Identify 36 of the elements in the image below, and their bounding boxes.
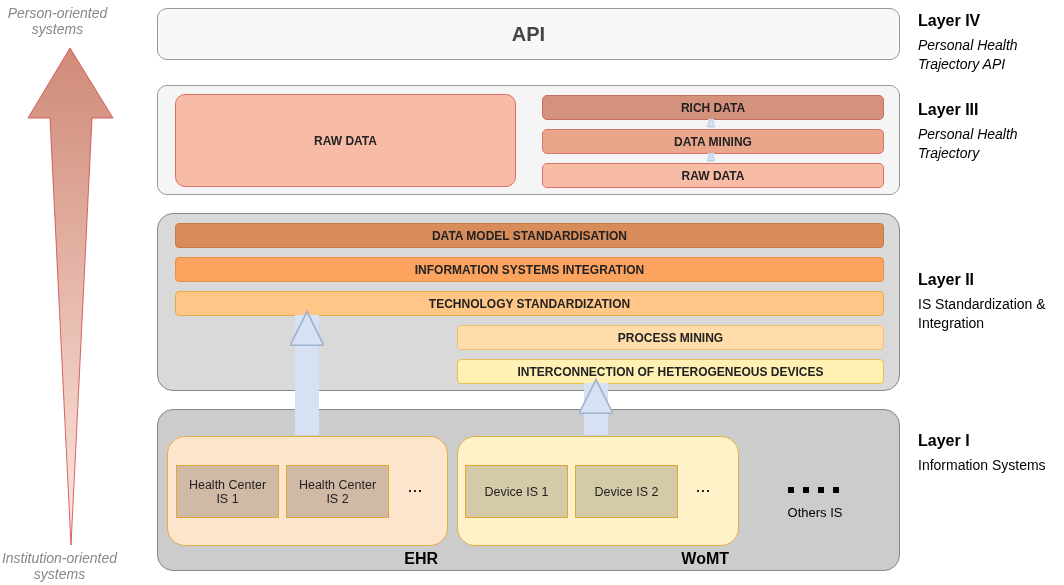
system-box: Device IS 1 (465, 465, 568, 518)
layer-title: Layer III (918, 101, 980, 119)
layer-bar: RAW DATA (542, 163, 884, 188)
system-box: Health Center IS 2 (286, 465, 389, 518)
layer-description: Information Systems (918, 456, 1047, 475)
layer-band (157, 213, 900, 391)
layer-bar: RICH DATA (542, 95, 884, 120)
group-title: EHR (404, 550, 438, 568)
layer-bar: INFORMATION SYSTEMS INTEGRATION (175, 257, 884, 282)
layer-description: Personal Health Trajectory (918, 125, 1019, 163)
ellipsis: ... (406, 476, 424, 497)
layer-bar: TECHNOLOGY STANDARDIZATION (175, 291, 884, 316)
layer-title: Layer II (918, 271, 976, 289)
layer-description: Personal Health Trajectory API (918, 36, 1019, 74)
institution-oriented-label: Institution-oriented systems (0, 550, 119, 582)
layer-bar: RAW DATA (175, 94, 516, 187)
layer-bar: INTERCONNECTION OF HETEROGENEOUS DEVICES (457, 359, 884, 384)
system-box: Health Center IS 1 (176, 465, 279, 518)
block-arrow (706, 151, 716, 162)
layer-title: Layer I (918, 432, 971, 450)
layer-band (157, 409, 900, 571)
block-arrow (706, 117, 716, 128)
layer-title: Layer IV (918, 12, 982, 30)
layer-bar: DATA MODEL STANDARDISATION (175, 223, 884, 248)
layer-bar: DATA MINING (542, 129, 884, 154)
others-label: Others IS (786, 505, 844, 520)
layer-band (157, 85, 900, 195)
layer-bar: PROCESS MINING (457, 325, 884, 350)
system-box: Device IS 2 (575, 465, 678, 518)
person-oriented-label: Person-oriented systems (6, 5, 109, 37)
layer-description: IS Standardization & Integration (918, 295, 1047, 333)
ellipsis: ... (694, 476, 712, 497)
block-arrow (578, 378, 614, 435)
group-title: WoMT (681, 550, 729, 568)
block-arrow (289, 310, 325, 435)
api-box: API (157, 8, 900, 60)
